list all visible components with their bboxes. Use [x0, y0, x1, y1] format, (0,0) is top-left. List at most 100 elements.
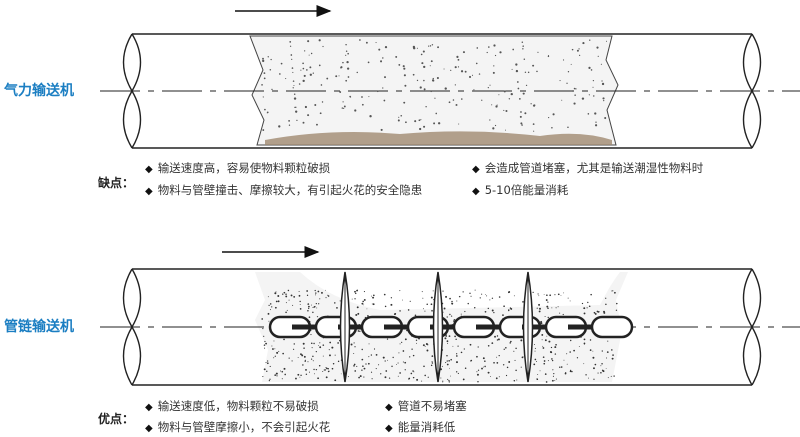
material-particle — [404, 369, 406, 371]
material-particle — [547, 316, 549, 319]
pneumatic-pipe — [100, 5, 800, 149]
material-particle — [307, 114, 310, 117]
material-particle — [276, 375, 278, 377]
material-particle — [265, 362, 267, 364]
material-particle — [412, 45, 416, 49]
material-particle — [509, 342, 511, 344]
material-particle — [578, 346, 580, 348]
material-particle — [530, 103, 532, 105]
material-particle — [431, 361, 433, 363]
material-particle — [538, 307, 541, 310]
material-particle — [554, 353, 557, 355]
material-particle — [581, 302, 584, 305]
material-particle — [562, 59, 565, 61]
material-particle — [582, 42, 585, 45]
material-particle — [312, 72, 314, 74]
material-particle — [305, 373, 308, 375]
material-particle — [489, 84, 491, 86]
material-particle — [310, 358, 313, 360]
material-particle — [315, 368, 318, 371]
material-particle — [516, 379, 518, 381]
material-particle — [274, 374, 277, 377]
material-particle — [514, 359, 516, 361]
material-particle — [603, 311, 606, 314]
material-particle — [415, 339, 418, 341]
material-particle — [537, 374, 539, 376]
material-particle — [287, 289, 290, 292]
material-particle — [267, 56, 269, 58]
material-particle — [431, 44, 434, 46]
material-particle — [297, 373, 300, 376]
material-particle — [537, 51, 539, 53]
material-particle — [555, 307, 557, 309]
material-particle — [446, 355, 448, 357]
material-particle — [354, 298, 356, 300]
material-particle — [606, 351, 609, 354]
material-particle — [365, 363, 367, 365]
material-particle — [318, 303, 320, 305]
material-particle — [494, 54, 497, 57]
material-particle — [443, 68, 445, 70]
material-particle — [384, 76, 386, 79]
material-particle — [456, 355, 458, 357]
material-particle — [399, 343, 401, 345]
material-particle — [318, 345, 319, 347]
material-particle — [600, 63, 602, 65]
material-particle — [356, 365, 358, 367]
material-particle — [304, 50, 306, 52]
material-particle — [275, 300, 278, 303]
material-particle — [380, 128, 383, 131]
material-particle — [552, 375, 555, 377]
material-particle — [392, 356, 394, 359]
material-particle — [295, 377, 297, 380]
material-particle — [367, 362, 370, 365]
material-particle — [452, 99, 455, 101]
material-particle — [493, 44, 496, 47]
material-particle — [574, 94, 576, 96]
material-particle — [372, 303, 375, 306]
material-particle — [498, 296, 501, 298]
material-particle — [429, 65, 431, 67]
material-particle — [361, 369, 363, 371]
material-particle — [349, 96, 352, 98]
material-particle — [359, 330, 361, 332]
material-particle — [315, 294, 317, 296]
material-particle — [362, 365, 364, 367]
material-particle — [398, 64, 401, 66]
material-particle — [393, 313, 396, 316]
material-particle — [454, 84, 456, 86]
material-particle — [361, 358, 364, 361]
material-particle — [291, 360, 293, 362]
material-particle — [310, 304, 312, 306]
material-particle — [576, 49, 579, 52]
material-particle — [442, 380, 444, 382]
material-particle — [368, 356, 370, 358]
material-particle — [548, 340, 551, 343]
material-particle — [416, 342, 418, 344]
material-particle — [262, 59, 265, 63]
material-particle — [288, 299, 290, 301]
material-particle — [283, 338, 285, 341]
material-particle — [325, 289, 326, 291]
material-particle — [320, 84, 323, 86]
material-particle — [371, 303, 373, 305]
material-particle — [412, 376, 415, 379]
material-particle — [299, 376, 301, 378]
material-particle — [445, 295, 448, 298]
material-particle — [587, 113, 590, 115]
material-particle — [319, 342, 321, 344]
material-particle — [532, 123, 535, 126]
material-particle — [414, 314, 417, 317]
material-particle — [450, 69, 452, 72]
material-particle — [449, 367, 451, 369]
material-particle — [269, 309, 271, 311]
material-particle — [305, 69, 308, 71]
material-particle — [262, 129, 265, 131]
material-particle — [357, 330, 360, 332]
material-particle — [538, 310, 541, 313]
material-particle — [409, 356, 411, 358]
material-particle — [533, 363, 536, 366]
material-particle — [467, 302, 469, 305]
material-particle — [345, 79, 348, 82]
material-particle — [316, 316, 319, 318]
